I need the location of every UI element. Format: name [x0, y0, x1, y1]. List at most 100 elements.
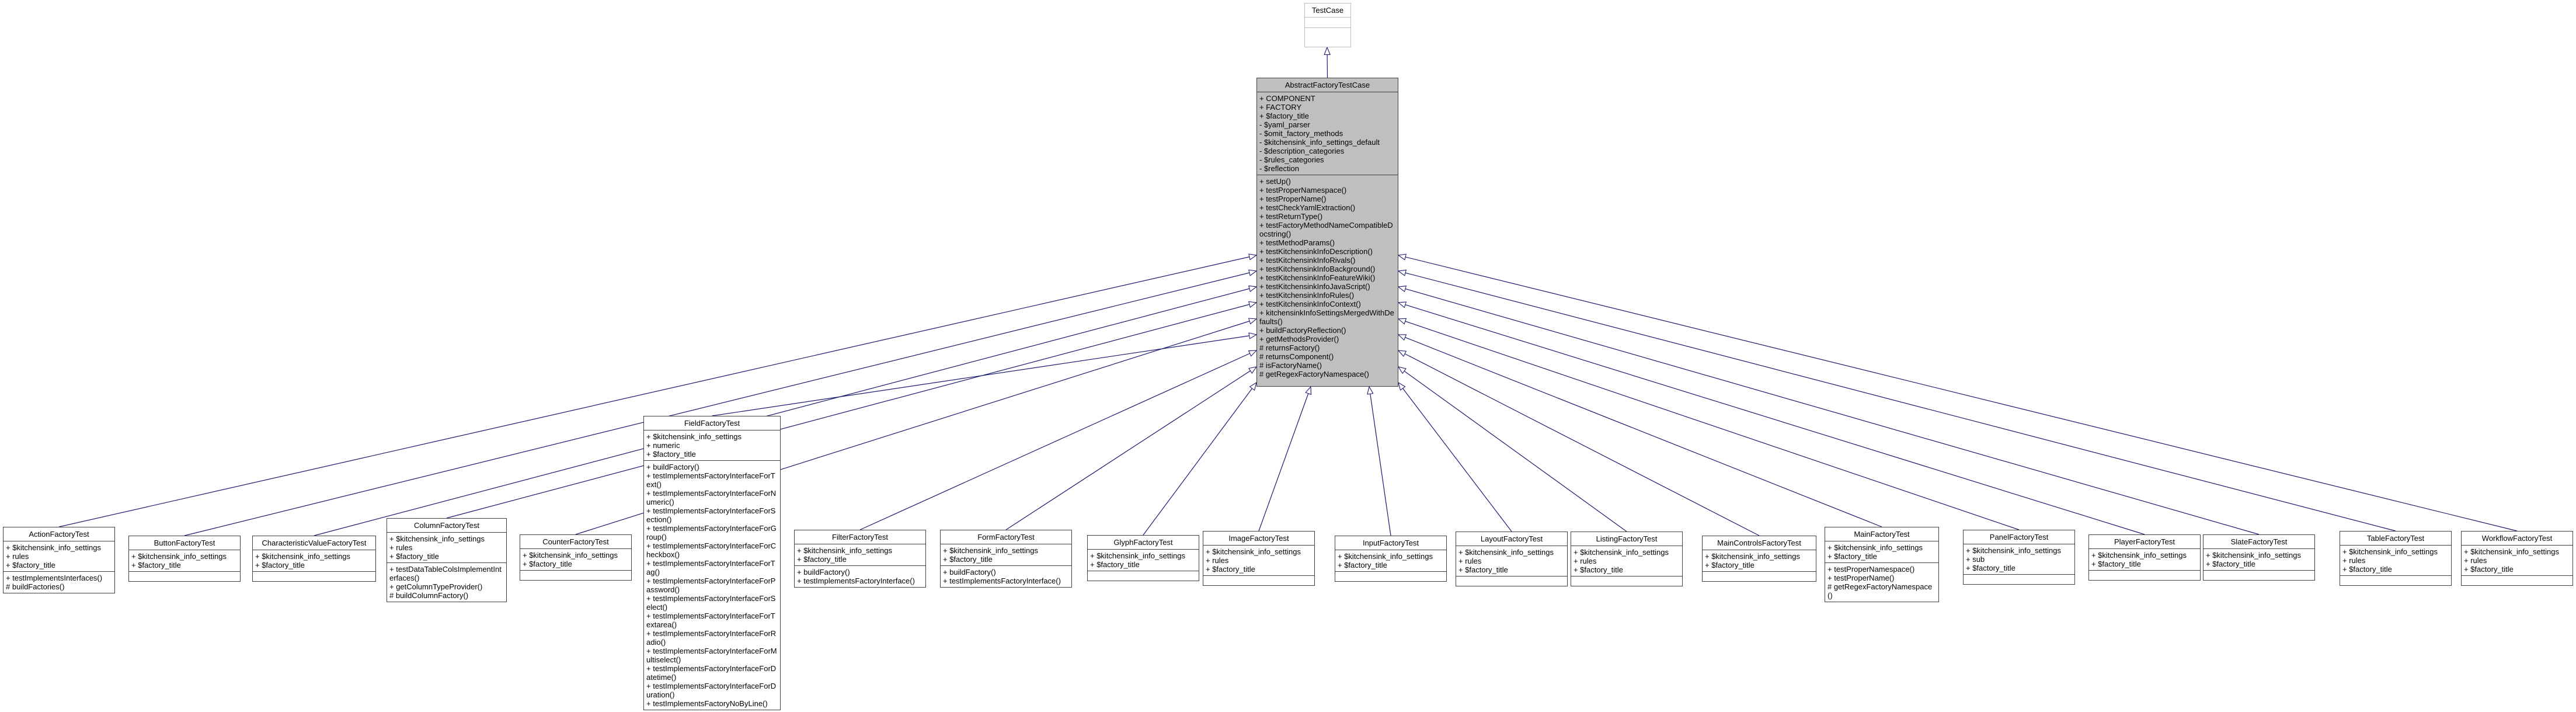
method: + testImplementsFactoryInterfaceForNumer… [646, 489, 777, 506]
method: + testKitchensinkInfoBackground() [1259, 265, 1376, 273]
class-box-CharacteristicValueFactoryTest[interactable]: CharacteristicValueFactoryTest+ $kitchen… [252, 536, 376, 582]
method: + testImplementsFactoryNoByLine() [646, 699, 768, 708]
inheritance-edge-InputFactoryTest [1369, 387, 1391, 536]
class-box-FormFactoryTest[interactable]: FormFactoryTest + $kitchensink_info_setti… [940, 530, 1072, 588]
class-box-ImageFactoryTest[interactable]: ImageFactoryTest+ $kitchensink_info_sett… [1203, 531, 1315, 586]
method: + testImplementsFactoryInterfaceForDurat… [646, 682, 777, 699]
attribute: + $factory_title [1827, 552, 1877, 561]
method: + testFactoryMethodNameCompatibleDocstri… [1259, 221, 1393, 238]
methods-compartment [129, 571, 240, 581]
inheritance-edge-ColumnFactoryTest [446, 303, 1256, 519]
class-title: ImageFactoryTest [1203, 532, 1314, 546]
method: # buildFactories() [6, 582, 65, 591]
class-box-ColumnFactoryTest[interactable]: ColumnFactoryTest+ $kitchensink_info_set… [387, 518, 507, 602]
method: + testImplementsFactoryInterface() [797, 576, 915, 585]
attribute: + $factory_title [1705, 561, 1755, 569]
method: # returnsFactory() [1259, 343, 1320, 352]
attribute: + $factory_title [1458, 565, 1508, 574]
method: + getMethodsProvider() [1259, 335, 1339, 343]
class-title: FilterFactoryTest [795, 530, 925, 544]
method: + testImplementsFactoryInterfaceForTag() [646, 559, 775, 576]
method: # returnsComponent() [1259, 352, 1334, 361]
method: + testImplementsFactoryInterfaceForSelec… [646, 594, 776, 612]
attributes-compartment: + COMPONENT+ FACTORY+ $factory_title- $y… [1257, 92, 1398, 175]
class-box-ActionFactoryTest[interactable]: ActionFactoryTest+ $kitchensink_info_set… [3, 527, 115, 593]
methods-compartment: + testImplementsInterfaces()# buildFacto… [4, 571, 114, 593]
attributes-compartment: + $kitchensink_info_settings+ $factory_t… [1088, 550, 1199, 571]
attribute: + $factory_title [2464, 565, 2514, 574]
class-box-FieldFactoryTest[interactable]: FieldFactoryTest+ $kitchensink_info_sett… [643, 416, 781, 710]
class-title: ButtonFactoryTest [129, 536, 240, 550]
method: + setUp() [1259, 177, 1291, 186]
method: # isFactoryName() [1259, 361, 1322, 370]
class-box-MainFactoryTest[interactable]: MainFactoryTest+ $kitchensink_info_setti… [1825, 527, 1939, 602]
class-box-TestCase[interactable]: TestCase [1304, 3, 1351, 47]
method: + testDataTableColsImplementInterfaces() [389, 565, 502, 582]
class-title: WorkflowFactoryTest [2462, 532, 2572, 546]
inheritance-edge-TableFactoryTest [1398, 271, 2396, 532]
inheritance-edge-MainFactoryTest [1398, 335, 1882, 527]
attribute: + $kitchensink_info_settings [6, 543, 101, 552]
attribute: + $kitchensink_info_settings [1458, 548, 1554, 557]
attribute: + numeric [646, 441, 680, 450]
attribute: + rules [2464, 556, 2487, 565]
method: + buildFactoryReflection() [1259, 326, 1346, 335]
attribute: + $factory_title [1574, 565, 1623, 574]
attribute: + $factory_title [2342, 565, 2392, 574]
attribute: + $kitchensink_info_settings [646, 432, 742, 441]
attributes-compartment: + $kitchensink_info_settings+ sub+ $fact… [1964, 544, 2074, 574]
method: + testProperName() [1259, 195, 1327, 203]
attribute: + rules [1206, 556, 1229, 565]
attribute: + $kitchensink_info_settings [797, 546, 892, 555]
attributes-compartment: + $kitchensink_info_settings+ numeric+ $… [644, 430, 780, 460]
method: + testKitchensinkInfoRivals() [1259, 256, 1356, 265]
class-box-ButtonFactoryTest[interactable]: ButtonFactoryTest + $kitchensink_info_set… [128, 536, 241, 582]
attributes-compartment [1305, 18, 1350, 27]
method: + testImplementsFactoryInterfaceForGroup… [646, 524, 777, 541]
attribute: + $factory_title [389, 552, 439, 561]
inheritance-edge-GlyphFactoryTest [1143, 383, 1256, 536]
attributes-compartment: + $kitchensink_info_settings+ rules+ $fa… [1571, 546, 1682, 576]
class-box-PanelFactoryTest[interactable]: PanelFactoryTest+ $kitchensink_info_sett… [1963, 530, 2075, 585]
inheritance-edge-SlateFactoryTest [1398, 287, 2260, 535]
inheritance-edge-PanelFactoryTest [1398, 319, 2020, 530]
class-box-MainControlsFactoryTest[interactable]: MainControlsFactoryTest+ $kitchensink_in… [1702, 536, 1816, 582]
attribute: + sub [1966, 555, 1985, 564]
class-box-SlateFactoryTest[interactable]: SlateFactoryTest+ $kitchensink_info_sett… [2203, 534, 2315, 581]
methods-compartment: + setUp()+ testProperNamespace()+ testPr… [1257, 175, 1398, 386]
attributes-compartment: + $kitchensink_info_settings+ $factory_t… [253, 550, 375, 571]
class-box-WorkflowFactoryTest[interactable]: WorkflowFactoryTest+ $kitchensink_info_s… [2461, 531, 2573, 586]
methods-compartment [253, 571, 375, 581]
attribute: + $kitchensink_info_settings [131, 552, 227, 561]
class-box-TableFactoryTest[interactable]: TableFactoryTest+ $kitchensink_info_sett… [2340, 531, 2452, 586]
inheritance-edge-FilterFactoryTest [859, 350, 1256, 530]
attributes-compartment: + $kitchensink_info_settings+ rules+ $fa… [1203, 546, 1314, 575]
class-box-PlayerFactoryTest[interactable]: PlayerFactoryTest+ $kitchensink_info_set… [2088, 534, 2201, 581]
class-box-CounterFactoryTest[interactable]: CounterFactoryTest+ $kitchensink_info_se… [520, 534, 632, 581]
attribute: + $factory_title [131, 561, 181, 569]
class-box-AbstractFactoryTestCase[interactable]: AbstractFactoryTestCase+ COMPONENT+ FACT… [1256, 78, 1398, 387]
attributes-compartment: + $kitchensink_info_settings+ $factory_t… [1703, 550, 1816, 571]
attribute: + $kitchensink_info_settings [523, 551, 618, 560]
attribute: - $kitchensink_info_settings_default [1259, 138, 1380, 147]
attribute: + $kitchensink_info_settings [389, 534, 485, 543]
class-title: FieldFactoryTest [644, 416, 780, 430]
method: + testKitchensinkInfoJavaScript() [1259, 282, 1370, 291]
attribute: + COMPONENT [1259, 94, 1315, 103]
class-box-FilterFactoryTest[interactable]: FilterFactoryTest + $kitchensink_info_set… [794, 530, 926, 588]
attribute: + $factory_title [255, 561, 305, 569]
class-box-LayoutFactoryTest[interactable]: LayoutFactoryTest+ $kitchensink_info_set… [1456, 532, 1568, 586]
method: + getColumnTypeProvider() [389, 582, 483, 591]
class-box-ListingFactoryTest[interactable]: ListingFactoryTest+ $kitchensink_info_se… [1571, 532, 1683, 586]
methods-compartment: + buildFactory()+ testImplementsFactoryI… [644, 460, 780, 710]
attribute: + rules [6, 552, 29, 561]
inheritance-edge-AbstractFactoryTestCase [1327, 47, 1328, 78]
class-title: FormFactoryTest [941, 530, 1071, 544]
class-box-InputFactoryTest[interactable]: InputFactoryTest+ $kitchensink_info_sett… [1335, 536, 1447, 582]
class-title: AbstractFactoryTestCase [1257, 78, 1398, 92]
class-box-GlyphFactoryTest[interactable]: GlyphFactoryTest+ $kitchensink_info_sett… [1087, 535, 1199, 581]
attribute: + $kitchensink_info_settings [943, 546, 1038, 555]
methods-compartment: + testProperNamespace()+ testProperName(… [1825, 562, 1938, 602]
attribute: + $kitchensink_info_settings [1705, 552, 1800, 561]
